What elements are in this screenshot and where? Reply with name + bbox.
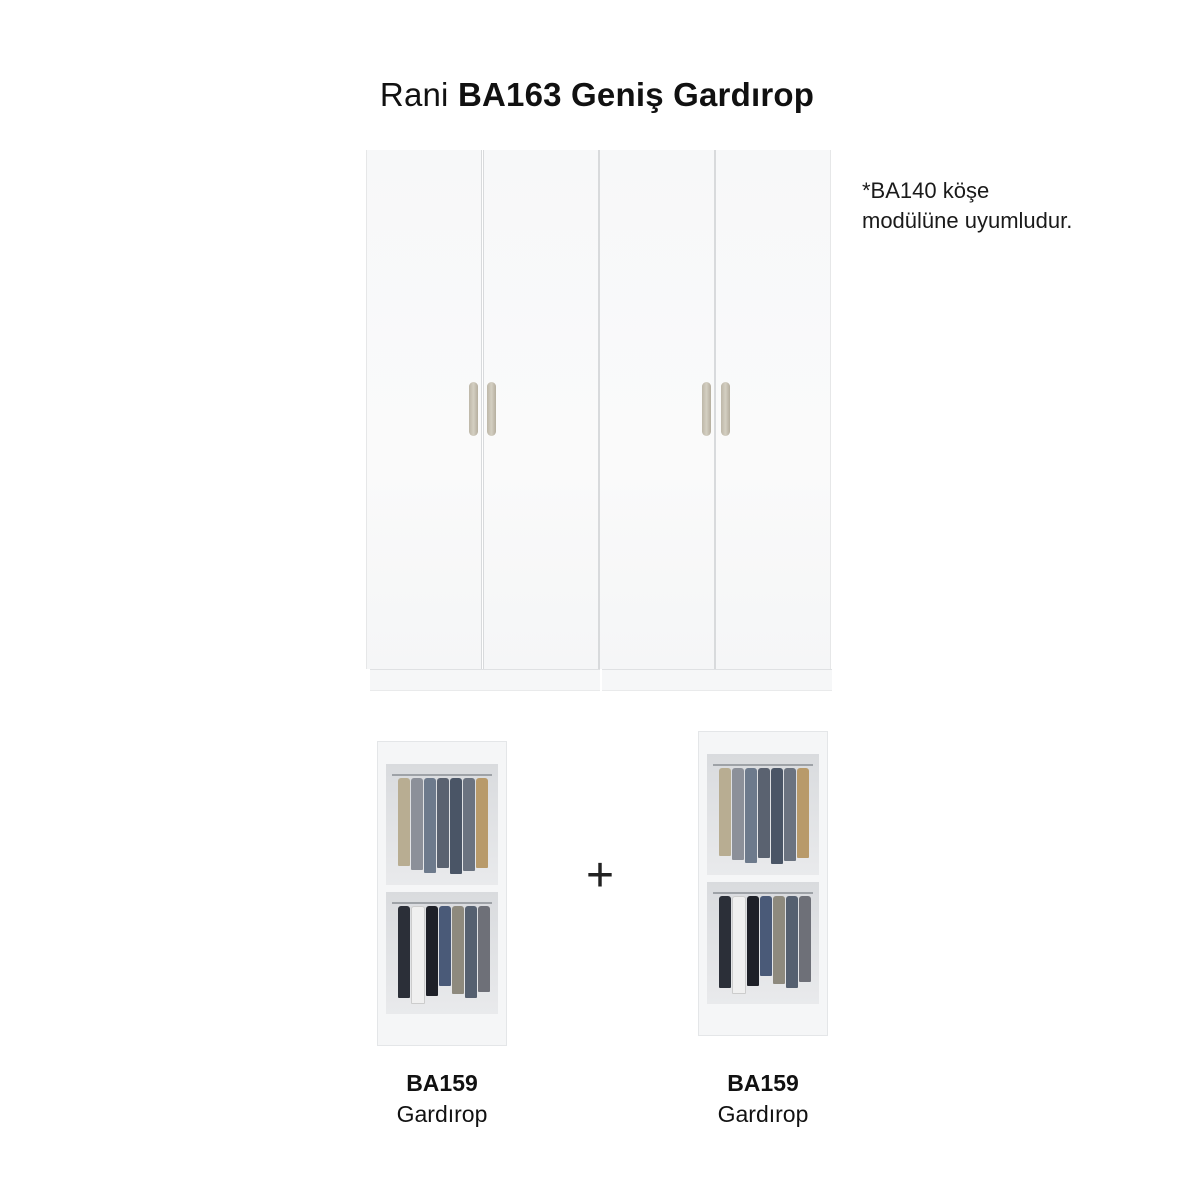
hanging-rail bbox=[392, 902, 492, 904]
door-handle bbox=[702, 382, 711, 436]
title-model: BA163 Geniş Gardırop bbox=[457, 76, 815, 113]
compatibility-note: *BA140 köşe modülüne uyumludur. bbox=[862, 176, 1182, 236]
note-line-2: modülüne uyumludur. bbox=[862, 208, 1073, 233]
hanging-clothes bbox=[398, 906, 490, 1004]
upper-compartment bbox=[707, 754, 819, 875]
module-name: Gardırop bbox=[396, 1101, 488, 1127]
upper-compartment bbox=[386, 764, 498, 885]
wardrobe-door bbox=[599, 150, 715, 669]
product-title: Rani BA163 Geniş Gardırop bbox=[0, 76, 1194, 114]
hanging-rail bbox=[713, 892, 813, 894]
note-line-1: *BA140 köşe bbox=[862, 178, 990, 203]
module-label-1: BA159 Gardırop bbox=[342, 1068, 542, 1130]
title-brand: Rani bbox=[379, 76, 449, 113]
open-wardrobe-unit-2 bbox=[698, 731, 828, 1036]
hanging-rail bbox=[392, 774, 492, 776]
wardrobe-door bbox=[366, 150, 482, 669]
open-wardrobe-unit-1 bbox=[377, 741, 507, 1046]
wardrobe-plinth bbox=[370, 669, 600, 691]
door-handle bbox=[721, 382, 730, 436]
module-label-2: BA159 Gardırop bbox=[663, 1068, 863, 1130]
module-name: Gardırop bbox=[717, 1101, 809, 1127]
module-code: BA159 bbox=[406, 1070, 478, 1096]
wardrobe-door bbox=[483, 150, 599, 669]
door-handle bbox=[487, 382, 496, 436]
module-code: BA159 bbox=[727, 1070, 799, 1096]
lower-compartment bbox=[707, 882, 819, 1004]
door-handle bbox=[469, 382, 478, 436]
hanging-clothes bbox=[719, 896, 811, 994]
wardrobe-door bbox=[715, 150, 831, 669]
wardrobe-plinth bbox=[602, 669, 832, 691]
plus-sign: + bbox=[585, 849, 615, 902]
wardrobe-image bbox=[366, 150, 832, 691]
hanging-clothes bbox=[398, 778, 488, 874]
lower-compartment bbox=[386, 892, 498, 1014]
hanging-clothes bbox=[719, 768, 809, 864]
hanging-rail bbox=[713, 764, 813, 766]
